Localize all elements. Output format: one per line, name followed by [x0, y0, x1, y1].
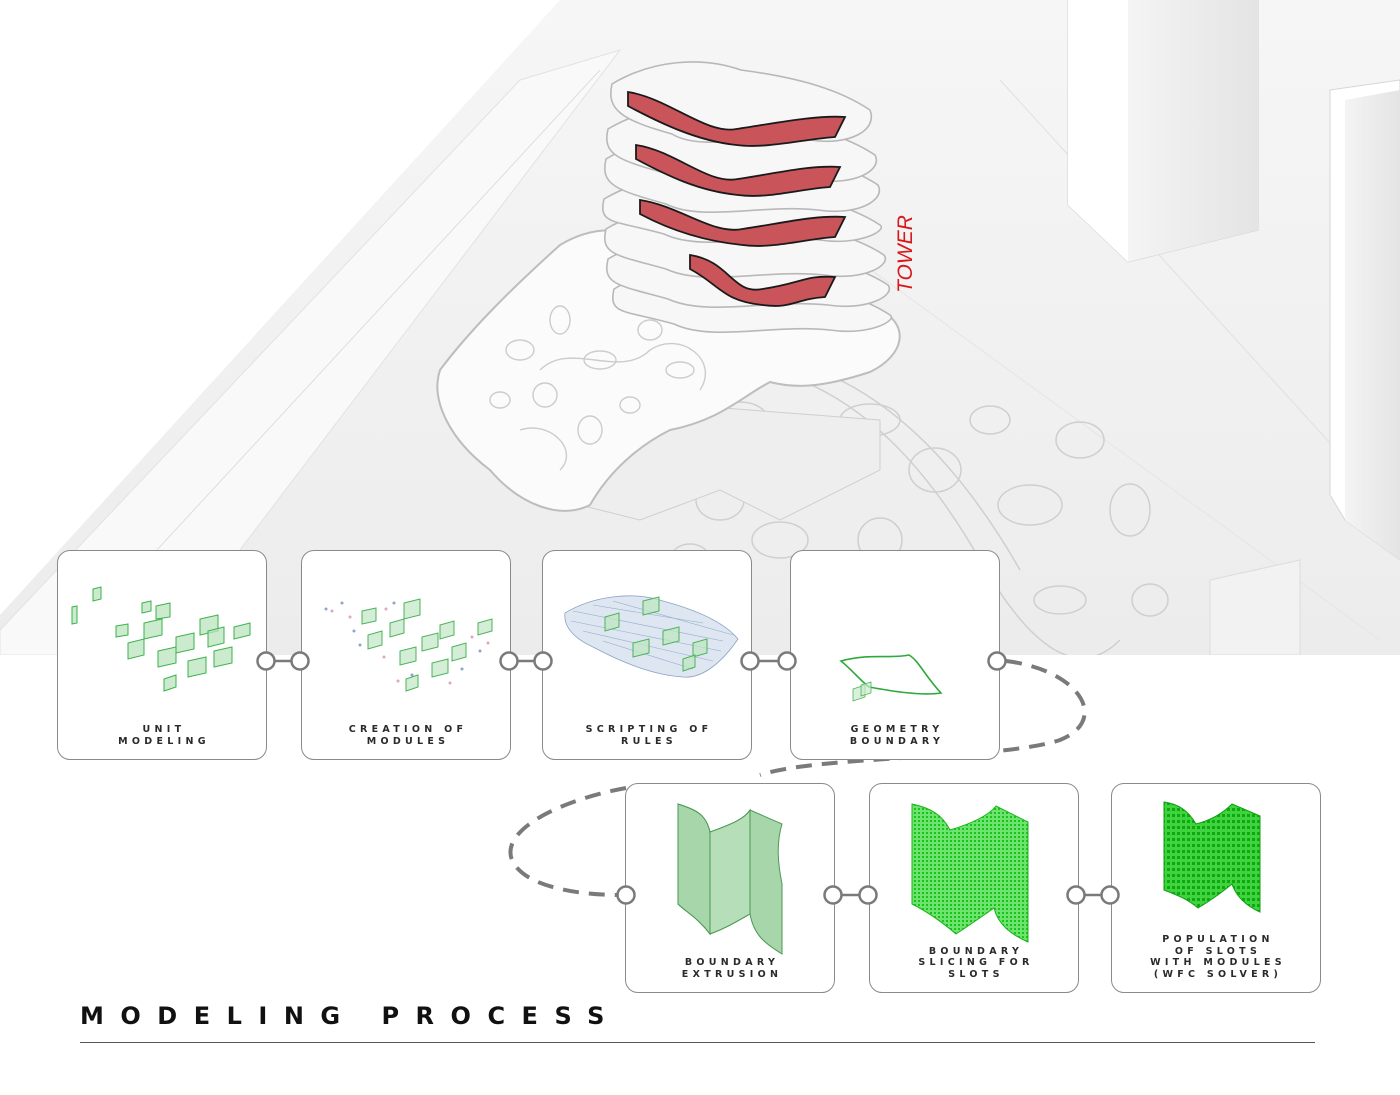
unit-modules-icon: [71, 586, 251, 692]
step-card-boundary-extrusion[interactable]: BOUNDARY EXTRUSION: [625, 783, 835, 993]
tower-floor-plates: [602, 61, 893, 334]
step-label: GEOMETRY BOUNDARY: [849, 724, 945, 747]
step-card-boundary-slicing[interactable]: BOUNDARY SLICING FOR SLOTS: [869, 783, 1079, 993]
neighbor-buildings: [1067, 0, 1400, 655]
step-label: BOUNDARY EXTRUSION: [681, 957, 783, 980]
step-label: POPULATION OF SLOTS WITH MODULES (WFC SO…: [1150, 934, 1286, 980]
step-label: SCRIPTING OF RULES: [585, 724, 713, 747]
rule-script-icon: [564, 595, 739, 678]
slot-grid-icon: [911, 803, 1029, 943]
module-variants-icon: [324, 598, 493, 692]
tower-core-section: [639, 198, 847, 247]
step-card-scripting-of-rules[interactable]: SCRIPTING OF RULES: [542, 550, 752, 760]
step-label: UNIT MODELING: [118, 724, 210, 747]
site-road: [0, 49, 622, 655]
page-title: MODELING PROCESS: [80, 1002, 621, 1030]
tower-model-render: [0, 0, 1400, 655]
step-label: BOUNDARY SLICING FOR SLOTS: [918, 945, 1034, 980]
title-underline: [80, 1042, 1315, 1043]
tower-core-section: [627, 90, 847, 147]
step-label: CREATION OF MODULES: [348, 724, 468, 747]
step-card-population-of-slots[interactable]: POPULATION OF SLOTS WITH MODULES (WFC SO…: [1111, 783, 1321, 993]
loop-connector-left: [508, 786, 627, 897]
populated-slots-icon: [1163, 801, 1261, 913]
extrusion-volume-icon: [677, 803, 783, 955]
tower-label: TOWER: [894, 215, 917, 293]
boundary-outline-icon: [839, 654, 943, 702]
step-card-geometry-boundary[interactable]: GEOMETRY BOUNDARY: [790, 550, 1000, 760]
step-card-unit-modeling[interactable]: UNIT MODELING: [57, 550, 267, 760]
tower-core-section: [635, 143, 842, 197]
tower-core-section: [689, 253, 837, 307]
step-card-creation-of-modules[interactable]: CREATION OF MODULES: [301, 550, 511, 760]
